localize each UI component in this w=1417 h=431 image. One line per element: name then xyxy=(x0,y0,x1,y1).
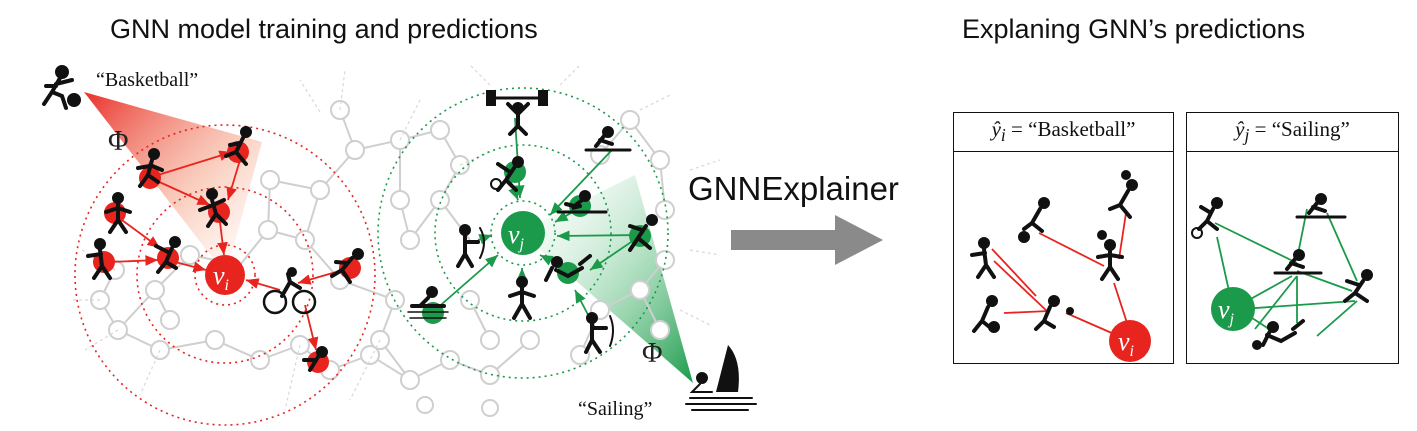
phi-label-red: Φ xyxy=(108,126,128,157)
runner-icon xyxy=(544,254,592,282)
rower-icon xyxy=(407,286,449,319)
phi-label-green: Φ xyxy=(642,338,662,369)
athlete-icons xyxy=(42,65,757,411)
runner-icon xyxy=(154,236,181,274)
runner-icon xyxy=(330,248,364,284)
green-neighborhood-rings xyxy=(377,87,669,379)
explanation-panel-sailing: ŷj = “Sailing” vj xyxy=(1186,112,1399,364)
basketball-label: “Basketball” xyxy=(96,69,198,91)
node-vj xyxy=(501,211,545,255)
sailing-label: “Sailing” xyxy=(578,398,652,420)
panel-node-vj-label: vj xyxy=(1218,295,1235,328)
runner-icon xyxy=(1034,295,1074,331)
node-vj-label: vj xyxy=(508,220,525,253)
left-title: GNN model training and predictions xyxy=(110,14,538,44)
tennis-player-icon xyxy=(508,276,536,320)
node-vi xyxy=(205,255,245,295)
tennis-player-icon xyxy=(490,156,524,192)
weightlifter-icon xyxy=(486,90,548,136)
explanation-panel-basketball: ŷi = “Basketball” vi xyxy=(953,112,1174,364)
sailboat-icon xyxy=(685,345,757,411)
runner-icon xyxy=(628,214,658,252)
archer-icon xyxy=(584,312,614,354)
phi-region-green xyxy=(520,175,693,383)
gnnexplainer-label: GNNExplainer xyxy=(688,170,899,207)
rower-icon xyxy=(584,126,632,152)
archer-icon xyxy=(456,224,485,268)
subgraph-sailing: vj xyxy=(1191,193,1373,350)
basketball-player-icon xyxy=(970,237,996,279)
runner-icon xyxy=(1343,269,1373,303)
red-neighborhood-rings xyxy=(74,124,376,426)
runner-icon xyxy=(1108,170,1138,219)
cyclist-icon xyxy=(262,267,317,315)
tennis-player-icon xyxy=(1191,197,1223,239)
runner-icon xyxy=(104,192,132,234)
runner-icon xyxy=(136,148,164,188)
runner-icon xyxy=(302,346,328,372)
runner-icon xyxy=(198,188,228,228)
panel-header-basketball: ŷi = “Basketball” xyxy=(954,113,1173,152)
runner-icon xyxy=(1252,319,1305,350)
explainer-arrow-icon xyxy=(731,215,883,265)
runner-icon xyxy=(1096,230,1124,281)
rower-icon xyxy=(556,190,608,214)
basketball-player-icon xyxy=(42,65,81,110)
panel-header-sailing: ŷj = “Sailing” xyxy=(1187,113,1398,152)
basketball-player-icon xyxy=(972,295,1000,333)
node-vi-label: vi xyxy=(213,261,229,294)
basketball-player-icon xyxy=(1018,197,1050,243)
right-title: Explaning GNN’s predictions xyxy=(962,14,1306,44)
subgraph-basketball: vi xyxy=(970,170,1151,362)
panel-node-vi-label: vi xyxy=(1118,327,1134,360)
basketball-player-icon xyxy=(86,238,112,280)
panel-node-vj xyxy=(1211,287,1255,331)
runner-icon xyxy=(224,126,252,166)
rower-icon xyxy=(1273,249,1323,275)
phi-region-red xyxy=(84,92,262,275)
panel-node-vi xyxy=(1109,320,1151,362)
rower-icon xyxy=(1295,193,1347,219)
